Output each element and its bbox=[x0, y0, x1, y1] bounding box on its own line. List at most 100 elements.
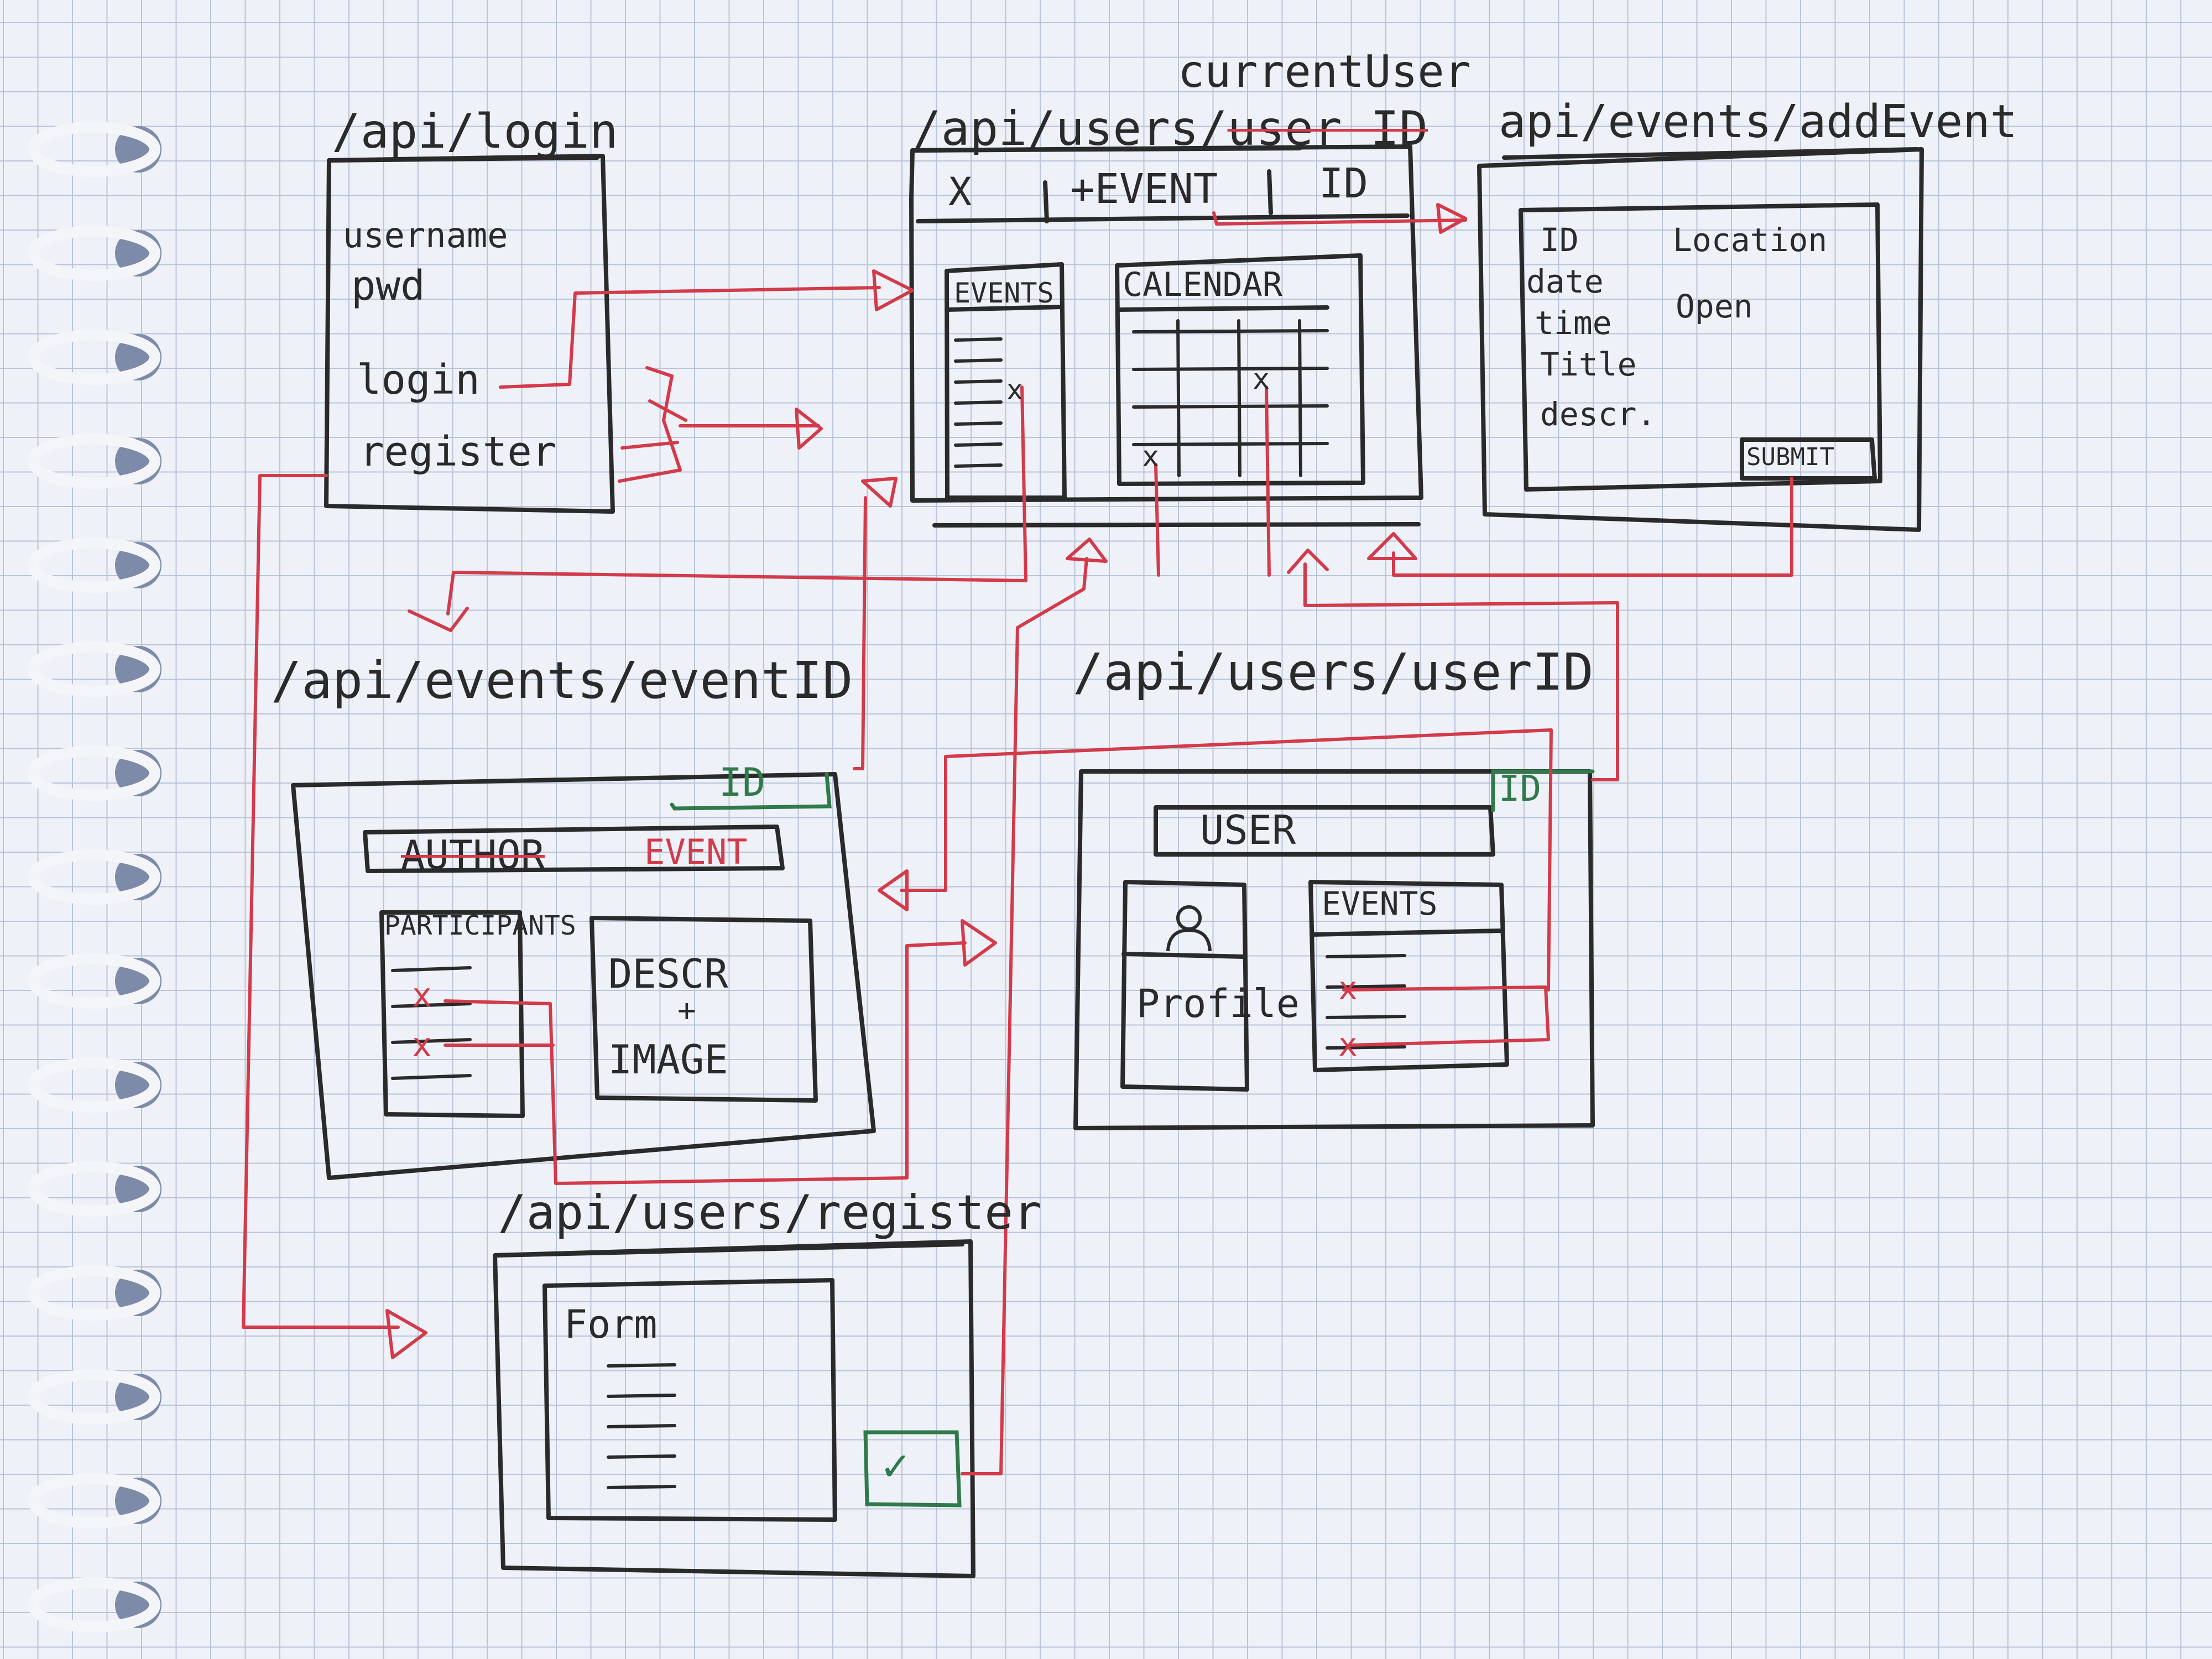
userprofile-id-tag-frame bbox=[1491, 769, 1595, 812]
arrowhead-submit-back bbox=[1367, 532, 1417, 560]
userprofile-event-mark-2[interactable]: x bbox=[1338, 1026, 1358, 1063]
currentuser-events-list-row bbox=[954, 358, 1003, 363]
arrow-register-confirm-to-userprofile bbox=[961, 557, 1088, 1475]
arrowhead-userprofile-to-eventdetail bbox=[878, 869, 909, 911]
addevent-field-title[interactable]: Title bbox=[1540, 346, 1637, 383]
participant-list-row bbox=[391, 966, 472, 972]
userprofile-route: /api/users/userID bbox=[1073, 643, 1594, 702]
binding-ring bbox=[28, 641, 161, 697]
login-password-field[interactable]: pwd bbox=[351, 262, 425, 310]
currentuser-events-list-row bbox=[954, 400, 1003, 405]
binding-ring bbox=[28, 226, 161, 281]
currentuser-calendar-mark-1[interactable]: x bbox=[1253, 363, 1270, 396]
calendar-grid-row bbox=[1132, 367, 1329, 371]
binding-ring bbox=[28, 745, 161, 801]
eventdetail-participant-mark-1[interactable]: x bbox=[412, 976, 432, 1015]
addevent-open-note: Open bbox=[1676, 288, 1753, 325]
register-form-field-line bbox=[607, 1394, 676, 1398]
currentuser-events-list-row bbox=[954, 421, 1003, 426]
userprofile-event-list-row bbox=[1326, 984, 1406, 989]
currentuser-calendar-mark-2[interactable]: x bbox=[1142, 440, 1160, 473]
currentuser-events-panel-header-line bbox=[945, 305, 1064, 312]
arrowhead-login-offpage bbox=[795, 408, 823, 450]
arrow-submit-back bbox=[1392, 477, 1793, 577]
binding-ring bbox=[28, 1473, 161, 1528]
participant-list-row bbox=[391, 1074, 472, 1080]
currentuser-events-row-mark[interactable]: x bbox=[1006, 374, 1024, 406]
currentuser-route-insertion: currentUser bbox=[1178, 46, 1471, 97]
currentuser-events-list-row bbox=[954, 379, 1003, 384]
arrow-currentuser-to-addevent bbox=[1212, 211, 1467, 226]
addevent-screen-frame bbox=[1477, 147, 1924, 532]
currentuser-screen-frame bbox=[909, 144, 1423, 503]
arrowhead-eventdetail bbox=[408, 607, 469, 632]
userprofile-event-mark-1[interactable]: x bbox=[1338, 969, 1358, 1007]
register-form-field-line bbox=[607, 1485, 676, 1489]
register-form-field-line bbox=[607, 1424, 676, 1428]
binding-ring bbox=[28, 953, 161, 1009]
arrowhead-addevent bbox=[1436, 203, 1467, 234]
userprofile-header-box bbox=[1154, 805, 1495, 857]
userprofile-event-list-row bbox=[1326, 1015, 1406, 1019]
currentuser-bottom-line bbox=[932, 522, 1421, 528]
currentuser-route-underline bbox=[910, 146, 1302, 153]
calendar-grid-column bbox=[1176, 319, 1181, 477]
register-confirm-button[interactable]: ✓ bbox=[882, 1439, 909, 1491]
currentuser-calendar-title: CALENDAR bbox=[1123, 265, 1282, 304]
addevent-field-time[interactable]: time bbox=[1535, 304, 1612, 342]
register-route: /api/users/register bbox=[498, 1185, 1042, 1240]
add-event-button[interactable]: +EVENT bbox=[1070, 165, 1218, 213]
userprofile-screen-frame bbox=[1073, 769, 1595, 1130]
currentuser-events-list-row bbox=[954, 337, 1003, 342]
eventdetail-id-tag-frame bbox=[670, 772, 832, 811]
register-route-underline bbox=[495, 1242, 964, 1258]
userprofile-event-list-row bbox=[1326, 954, 1406, 958]
login-username-field[interactable]: username bbox=[343, 215, 508, 255]
arrow-login-scribble bbox=[618, 366, 687, 483]
calendar-grid-column bbox=[1298, 319, 1302, 477]
register-screen-frame bbox=[493, 1239, 975, 1578]
binding-ring bbox=[28, 1369, 161, 1425]
register-form-title: Form bbox=[564, 1302, 658, 1347]
userprofile-events-panel bbox=[1308, 880, 1509, 1072]
arrow-calendar-to-eventdetail bbox=[1154, 463, 1160, 577]
addevent-field-id[interactable]: ID bbox=[1540, 221, 1579, 259]
arrow-participants-to-userprofile bbox=[444, 941, 967, 1185]
calendar-grid-row bbox=[1132, 404, 1329, 409]
register-confirm-box bbox=[863, 1430, 962, 1507]
register-form-field-line bbox=[607, 1454, 676, 1459]
currentuser-events-panel-title: EVENTS bbox=[954, 277, 1054, 309]
addevent-submit-button[interactable]: SUBMIT bbox=[1746, 443, 1834, 471]
eventdetail-descr-label: DESCR bbox=[608, 951, 728, 997]
login-route: /api/login bbox=[332, 104, 618, 159]
close-icon[interactable]: X bbox=[948, 169, 972, 215]
addevent-form-frame bbox=[1519, 202, 1882, 492]
binding-ring bbox=[28, 434, 161, 489]
currentuser-id-label: ID bbox=[1319, 160, 1369, 207]
addevent-field-date[interactable]: date bbox=[1526, 263, 1604, 300]
binding-ring bbox=[28, 1577, 161, 1632]
currentuser-calendar-header-line bbox=[1116, 305, 1329, 312]
eventdetail-participant-mark-2[interactable]: x bbox=[412, 1026, 432, 1065]
login-button[interactable]: login bbox=[357, 356, 480, 404]
currentuser-route-struck-segment: user ID bbox=[1227, 101, 1428, 156]
currentuser-events-list-row bbox=[954, 442, 1003, 447]
currentuser-calendar-panel bbox=[1115, 253, 1365, 486]
participant-list-row bbox=[391, 1002, 472, 1008]
eventdetail-route: /api/events/eventID bbox=[271, 651, 853, 710]
register-link[interactable]: register bbox=[359, 428, 557, 476]
arrowhead-login-to-currentuser bbox=[872, 269, 914, 311]
userprofile-header: USER bbox=[1200, 807, 1296, 853]
arrow-login-to-currentuser bbox=[499, 286, 881, 389]
addevent-field-descr[interactable]: descr. bbox=[1540, 395, 1656, 433]
eventdetail-descr-plus: + bbox=[677, 993, 696, 1029]
arrowhead-userprofile bbox=[961, 919, 997, 967]
eventdetail-header-struck: AUTHOR bbox=[401, 832, 545, 878]
userprofile-events-title: EVENTS bbox=[1322, 885, 1438, 922]
eventdetail-header-box bbox=[363, 825, 785, 873]
userprofile-profile-panel bbox=[1120, 880, 1249, 1092]
userprofile-event-list-row bbox=[1326, 1045, 1406, 1050]
currentuser-route: /api/users/user ID bbox=[912, 101, 1428, 156]
